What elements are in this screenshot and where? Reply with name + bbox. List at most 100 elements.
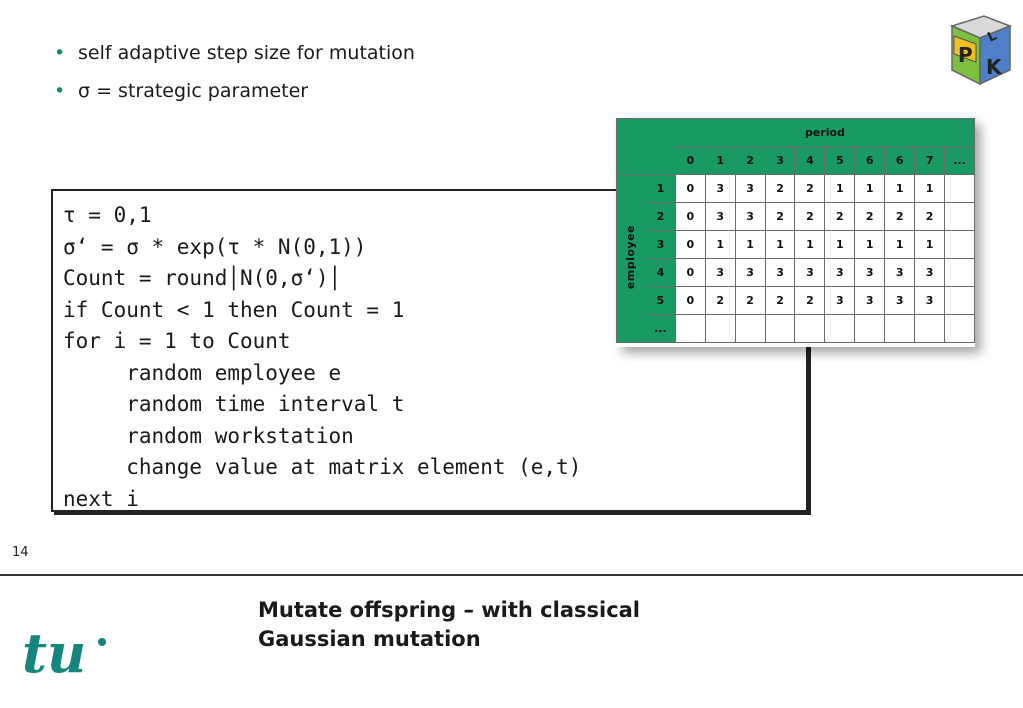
matrix-cell: 1: [704, 230, 736, 259]
bullet-text: self adaptive step size for mutation: [78, 42, 415, 64]
matrix-cell: 2: [824, 202, 856, 231]
matrix-cell: [944, 286, 975, 315]
matrix-cell: 3: [734, 258, 766, 287]
matrix-cell: [944, 202, 975, 231]
employee-axis: employee: [616, 174, 646, 343]
logo-letter-k: K: [986, 55, 1003, 79]
matrix-cell: 1: [884, 230, 916, 259]
matrix-row: ...: [617, 314, 975, 343]
matrix-cell: 1: [764, 230, 796, 259]
matrix-cell: 2: [764, 202, 796, 231]
period-header: period: [674, 118, 976, 147]
matrix-cell: 1: [914, 174, 946, 203]
university-logo-text: tu: [22, 622, 86, 684]
code-line: random employee e: [63, 360, 342, 385]
matrix-cell: [914, 314, 946, 343]
matrix-cell: 3: [704, 258, 736, 287]
matrix-cell: 2: [794, 286, 826, 315]
university-logo-icon: tu: [22, 622, 106, 684]
period-header-cell: 6: [854, 146, 886, 175]
employee-header-cell: 3: [644, 230, 676, 259]
matrix-cell: 1: [824, 174, 856, 203]
matrix-cell: 2: [764, 174, 796, 203]
period-header-cell: 2: [734, 146, 766, 175]
matrix-cell: 1: [824, 230, 856, 259]
code-line: random time interval t: [63, 392, 405, 416]
matrix-cell: 3: [914, 258, 946, 287]
matrix-cell: 0: [674, 202, 706, 231]
bullet-item: • self adaptive step size for mutation: [54, 40, 415, 78]
code-line: Count = round│N(0,σ‘)│: [63, 266, 342, 290]
matrix-cell: 2: [794, 202, 826, 231]
employee-header-cell: 1: [644, 174, 676, 203]
period-header-cell: 1: [704, 146, 736, 175]
matrix-cell: [794, 314, 826, 343]
page-number: 14: [12, 545, 29, 560]
matrix-cell: 3: [734, 202, 766, 231]
employee-header-cell: ...: [644, 314, 676, 343]
matrix-cell: 1: [854, 174, 886, 203]
matrix-cell: 3: [914, 286, 946, 315]
matrix-cell: [734, 314, 766, 343]
matrix-cell: 3: [854, 286, 886, 315]
matrix-cell: 2: [734, 286, 766, 315]
matrix-cell: 1: [884, 174, 916, 203]
employee-header-cell: 4: [644, 258, 676, 287]
code-line: next i: [63, 486, 139, 511]
bullet-dot: •: [54, 42, 66, 64]
matrix-cell: 3: [734, 174, 766, 203]
matrix-cell: 0: [674, 286, 706, 315]
period-header-cell: 4: [794, 146, 826, 175]
matrix-cell: [944, 258, 975, 287]
matrix-cell: 1: [854, 230, 886, 259]
matrix-cell: 1: [794, 230, 826, 259]
period-header-cell: 7: [914, 146, 946, 175]
matrix-cell: 3: [854, 258, 886, 287]
bullet-item: • σ = strategic parameter: [54, 78, 415, 116]
matrix-cell: 3: [824, 258, 856, 287]
matrix-cell: [884, 314, 916, 343]
matrix-cell: 1: [734, 230, 766, 259]
employee-axis-label: employee: [624, 224, 638, 290]
matrix-cell: 3: [884, 258, 916, 287]
matrix-cell: 3: [824, 286, 856, 315]
bullet-text: σ = strategic parameter: [78, 80, 309, 102]
footer-divider: [0, 574, 1023, 576]
code-line: σ‘ = σ * exp(τ * N(0,1)): [63, 234, 367, 259]
matrix-cell: 3: [704, 202, 736, 231]
pseudocode: τ = 0,1 σ‘ = σ * exp(τ * N(0,1)) Count =…: [63, 200, 581, 515]
matrix-cell: 2: [854, 202, 886, 231]
period-header-cell: 3: [764, 146, 796, 175]
matrix-cell: 3: [884, 286, 916, 315]
period-header-cell: 5: [824, 146, 856, 175]
matrix-cell: 2: [914, 202, 946, 231]
cube-logo-icon: P K L: [949, 15, 1013, 86]
matrix-cell: 1: [914, 230, 946, 259]
slide-title-line: Gaussian mutation: [258, 627, 481, 651]
matrix-cell: 2: [884, 202, 916, 231]
matrix-cell: [764, 314, 796, 343]
matrix-cell: 2: [764, 286, 796, 315]
matrix-cell: [944, 314, 975, 343]
period-header-cell: 6: [884, 146, 916, 175]
matrix-cell: 0: [674, 174, 706, 203]
matrix-cell: [854, 314, 886, 343]
employee-header-cell: 2: [644, 202, 676, 231]
code-line: random workstation: [63, 423, 354, 448]
slide-title: Mutate offspring – with classical Gaussi…: [258, 596, 640, 654]
matrix-cell: [674, 314, 706, 343]
matrix-cell: 2: [794, 174, 826, 203]
matrix-cell: [944, 230, 975, 259]
bullet-dot: •: [54, 80, 66, 102]
employee-header-cell: 5: [644, 286, 676, 315]
matrix-cell: 2: [704, 286, 736, 315]
